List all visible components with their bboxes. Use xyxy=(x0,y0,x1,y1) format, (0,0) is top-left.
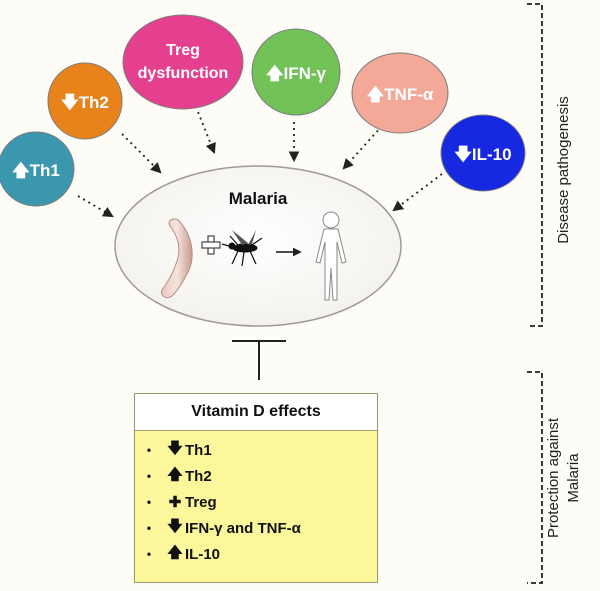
up-arrow-icon: 🡅 xyxy=(167,543,183,561)
pathway-arrows xyxy=(77,111,443,218)
list-item: • 🡇 Th1 xyxy=(135,437,377,463)
protection-label-line2: Malaria xyxy=(565,453,582,503)
svg-text:🡇Th2: 🡇Th2 xyxy=(61,93,109,112)
bullet-icon: • xyxy=(146,495,152,509)
list-item: • ✚ Treg xyxy=(135,489,377,515)
up-arrow-icon: 🡅 xyxy=(12,161,30,180)
plus-icon: ✚ xyxy=(168,494,182,511)
effect-label: Th1 xyxy=(185,441,212,459)
bubble-th1: 🡅Th1 xyxy=(0,131,75,207)
protection-label-line1: Protection against xyxy=(545,417,562,538)
vitamin-d-title: Vitamin D effects xyxy=(135,394,377,431)
svg-text:dysfunction: dysfunction xyxy=(138,65,229,82)
svg-text:🡅Th1: 🡅Th1 xyxy=(12,161,60,180)
arrow-th2 xyxy=(121,133,162,174)
bullet-icon: • xyxy=(146,547,152,561)
up-arrow-icon: 🡅 xyxy=(266,64,284,83)
down-arrow-icon: 🡇 xyxy=(167,517,183,535)
svg-text:🡅TNF-α: 🡅TNF-α xyxy=(367,85,434,104)
vitamin-d-effects-list: • 🡇 Th1 • 🡅 Th2 • ✚ Treg • 🡇 IFN-γ and T… xyxy=(135,431,377,567)
svg-text:🡅IFN-γ: 🡅IFN-γ xyxy=(266,64,327,83)
svg-text:🡇IL-10: 🡇IL-10 xyxy=(454,145,511,164)
parasite-image xyxy=(161,218,193,299)
list-item: • 🡇 IFN-γ and TNF-α xyxy=(135,515,377,541)
effect-label: IFN-γ and TNF-α xyxy=(185,519,301,537)
bullet-icon: • xyxy=(146,469,152,483)
list-item: • 🡅 Th2 xyxy=(135,463,377,489)
human-figure-icon xyxy=(315,211,347,301)
bullet-icon: • xyxy=(146,443,152,457)
vitamin-d-effects-box: Vitamin D effects • 🡇 Th1 • 🡅 Th2 • ✚ Tr… xyxy=(134,393,378,583)
effect-label: Th2 xyxy=(185,467,212,485)
up-arrow-icon: 🡅 xyxy=(367,85,385,104)
protection-bracket xyxy=(527,371,543,584)
bubble-treg: Treg dysfunction xyxy=(122,14,244,110)
pathogenesis-bracket xyxy=(527,3,543,327)
down-arrow-icon: 🡇 xyxy=(61,93,79,112)
arrow-th1 xyxy=(77,195,114,218)
mosquito-icon xyxy=(221,230,263,267)
effect-label: Treg xyxy=(185,493,217,511)
arrow-il10 xyxy=(392,173,443,212)
bubble-ifn-gamma: 🡅IFN-γ xyxy=(251,28,341,116)
plus-sign xyxy=(201,235,221,255)
bubble-il10: 🡇IL-10 xyxy=(440,114,526,192)
list-item: • 🡅 IL-10 xyxy=(135,541,377,567)
bubble-tnf-alpha: 🡅TNF-α xyxy=(351,52,449,134)
inhibition-bar xyxy=(232,340,286,380)
arrow-treg xyxy=(197,111,216,155)
cytokine-bubbles: 🡅Th1 🡇Th2 Treg dysfunction 🡅IFN-γ 🡅TNF-α xyxy=(0,14,526,207)
up-arrow-icon: 🡅 xyxy=(167,465,183,483)
down-arrow-icon: 🡇 xyxy=(167,439,183,457)
bullet-icon: • xyxy=(146,521,152,535)
arrow-tnf xyxy=(342,125,383,170)
bubble-th2: 🡇Th2 xyxy=(47,62,123,140)
svg-text:Treg: Treg xyxy=(166,42,200,59)
malaria-title: Malaria xyxy=(229,189,288,208)
pathogenesis-label: Disease pathogenesis xyxy=(555,96,572,244)
down-arrow-icon: 🡇 xyxy=(454,145,472,164)
effect-label: IL-10 xyxy=(185,545,221,563)
